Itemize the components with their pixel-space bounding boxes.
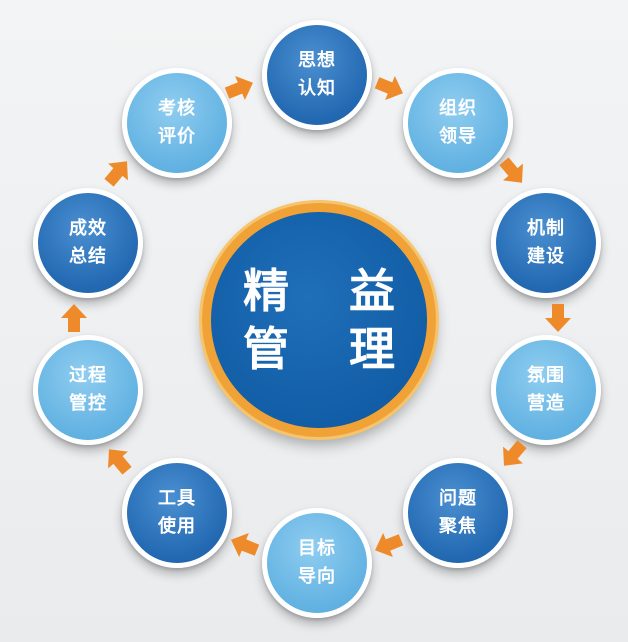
flow-arrow-icon	[367, 524, 409, 566]
node-label-line2: 导向	[298, 566, 336, 587]
node-label-line1: 目标	[298, 538, 336, 559]
node-label-line1: 思想	[298, 50, 336, 71]
center-line-2: 管 理	[242, 322, 417, 376]
node-label-line1: 考核	[158, 98, 196, 119]
node-label-line2: 建设	[527, 246, 565, 267]
center-line-1: 精 益	[242, 264, 417, 318]
node-label-line2: 总结	[69, 246, 107, 267]
node-label-line2: 认知	[298, 78, 336, 99]
node-label-line2: 评价	[158, 126, 196, 147]
node-goal-orientation: 目标 导向	[262, 508, 372, 618]
node-label-line1: 成效	[69, 218, 107, 239]
node-label-line1: 组织	[439, 98, 477, 119]
node-label-line1: 氛围	[527, 365, 565, 386]
node-mechanism: 机制 建设	[491, 188, 601, 298]
node-thinking: 思想 认知	[262, 20, 372, 130]
node-label-line1: 过程	[69, 365, 107, 386]
node-atmosphere: 氛围 营造	[491, 335, 601, 445]
node-label-line1: 问题	[439, 488, 477, 509]
flow-arrow-icon	[219, 67, 261, 109]
node-process-control: 过程 管控	[33, 335, 143, 445]
node-label-line2: 领导	[439, 126, 477, 147]
flow-arrow-icon	[369, 67, 411, 109]
node-label-line2: 聚焦	[439, 516, 477, 537]
node-label-line1: 工具	[158, 488, 196, 509]
center-circle: 精 益 管 理	[202, 203, 436, 437]
node-label-line2: 管控	[69, 393, 107, 414]
flow-arrow-icon	[490, 432, 535, 477]
node-organization: 组织 领导	[403, 68, 513, 178]
flow-arrow-icon	[95, 437, 140, 482]
node-problem-focus: 问题 聚焦	[403, 458, 513, 568]
flow-arrow-icon	[490, 149, 535, 194]
node-label-line1: 机制	[527, 218, 565, 239]
node-label-line2: 使用	[158, 516, 196, 537]
node-assessment: 考核 评价	[122, 68, 232, 178]
flow-arrow-icon	[542, 302, 574, 334]
node-results-summary: 成效 总结	[33, 188, 143, 298]
flow-arrow-icon	[95, 149, 140, 194]
node-tool-usage: 工具 使用	[122, 458, 232, 568]
flow-arrow-icon	[58, 302, 90, 334]
node-label-line2: 营造	[527, 393, 565, 414]
flow-arrow-icon	[223, 524, 265, 566]
